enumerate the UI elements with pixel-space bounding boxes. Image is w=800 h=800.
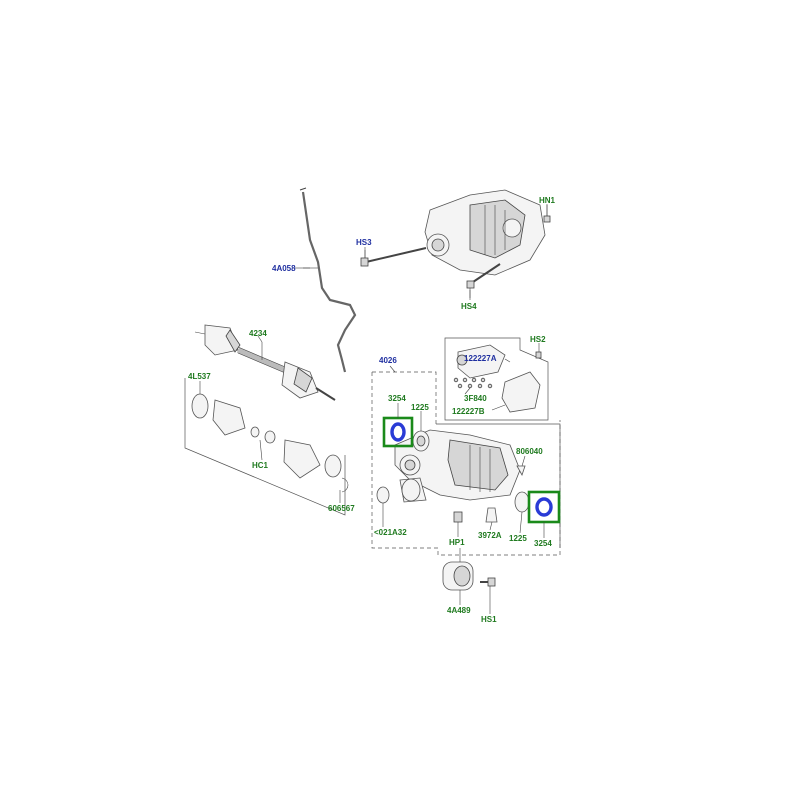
- seal-3254-left[interactable]: [390, 422, 406, 442]
- label-606567: 606567: [328, 504, 355, 513]
- leader-lines: [199, 204, 548, 614]
- label-hs2: HS2: [530, 335, 546, 344]
- label-4234: 4234: [249, 329, 267, 338]
- label-hs1: HS1: [481, 615, 497, 624]
- differential-top-view: [424, 189, 546, 276]
- label-hs4: HS4: [461, 302, 477, 311]
- label-1225-left: 1225: [411, 403, 429, 412]
- label-3254-left: 3254: [388, 394, 406, 403]
- label-hs3: HS3: [356, 238, 372, 247]
- label-3254-right: 3254: [534, 539, 552, 548]
- label-806040: 806040: [516, 447, 543, 456]
- label-122227b: 122227B: [452, 407, 485, 416]
- vent-hose: [301, 191, 357, 373]
- label-4a058: 4A058: [272, 264, 296, 273]
- highlight-box-right: [527, 490, 561, 524]
- label-4026: 4026: [379, 356, 397, 365]
- small-parts-lower: [376, 465, 526, 523]
- actuator-parts: [453, 344, 542, 413]
- bolt-hs1: [480, 577, 496, 605]
- boot-kit-parts: [191, 393, 349, 493]
- label-021a32: <021A32: [374, 528, 407, 537]
- label-4a489: 4A489: [447, 606, 471, 615]
- seal-3254-right[interactable]: [535, 497, 553, 517]
- label-3f840: 3F840: [464, 394, 487, 403]
- half-shaft: [194, 324, 336, 401]
- label-3972a: 3972A: [478, 531, 502, 540]
- highlight-seal-right[interactable]: [527, 490, 561, 524]
- mount-4a489: [442, 548, 474, 591]
- label-hn1: HN1: [539, 196, 556, 205]
- label-122227a: 122227A: [464, 354, 497, 363]
- differential-main: [394, 429, 530, 513]
- label-hp1: HP1: [449, 538, 465, 547]
- label-hc1: HC1: [252, 461, 269, 470]
- boot-kit-frame: [184, 378, 346, 516]
- actuator-kit-frame: [444, 337, 549, 421]
- bolt-hs3: [360, 247, 427, 267]
- label-4l537: 4L537: [188, 372, 211, 381]
- label-1225-right: 1225: [509, 534, 527, 543]
